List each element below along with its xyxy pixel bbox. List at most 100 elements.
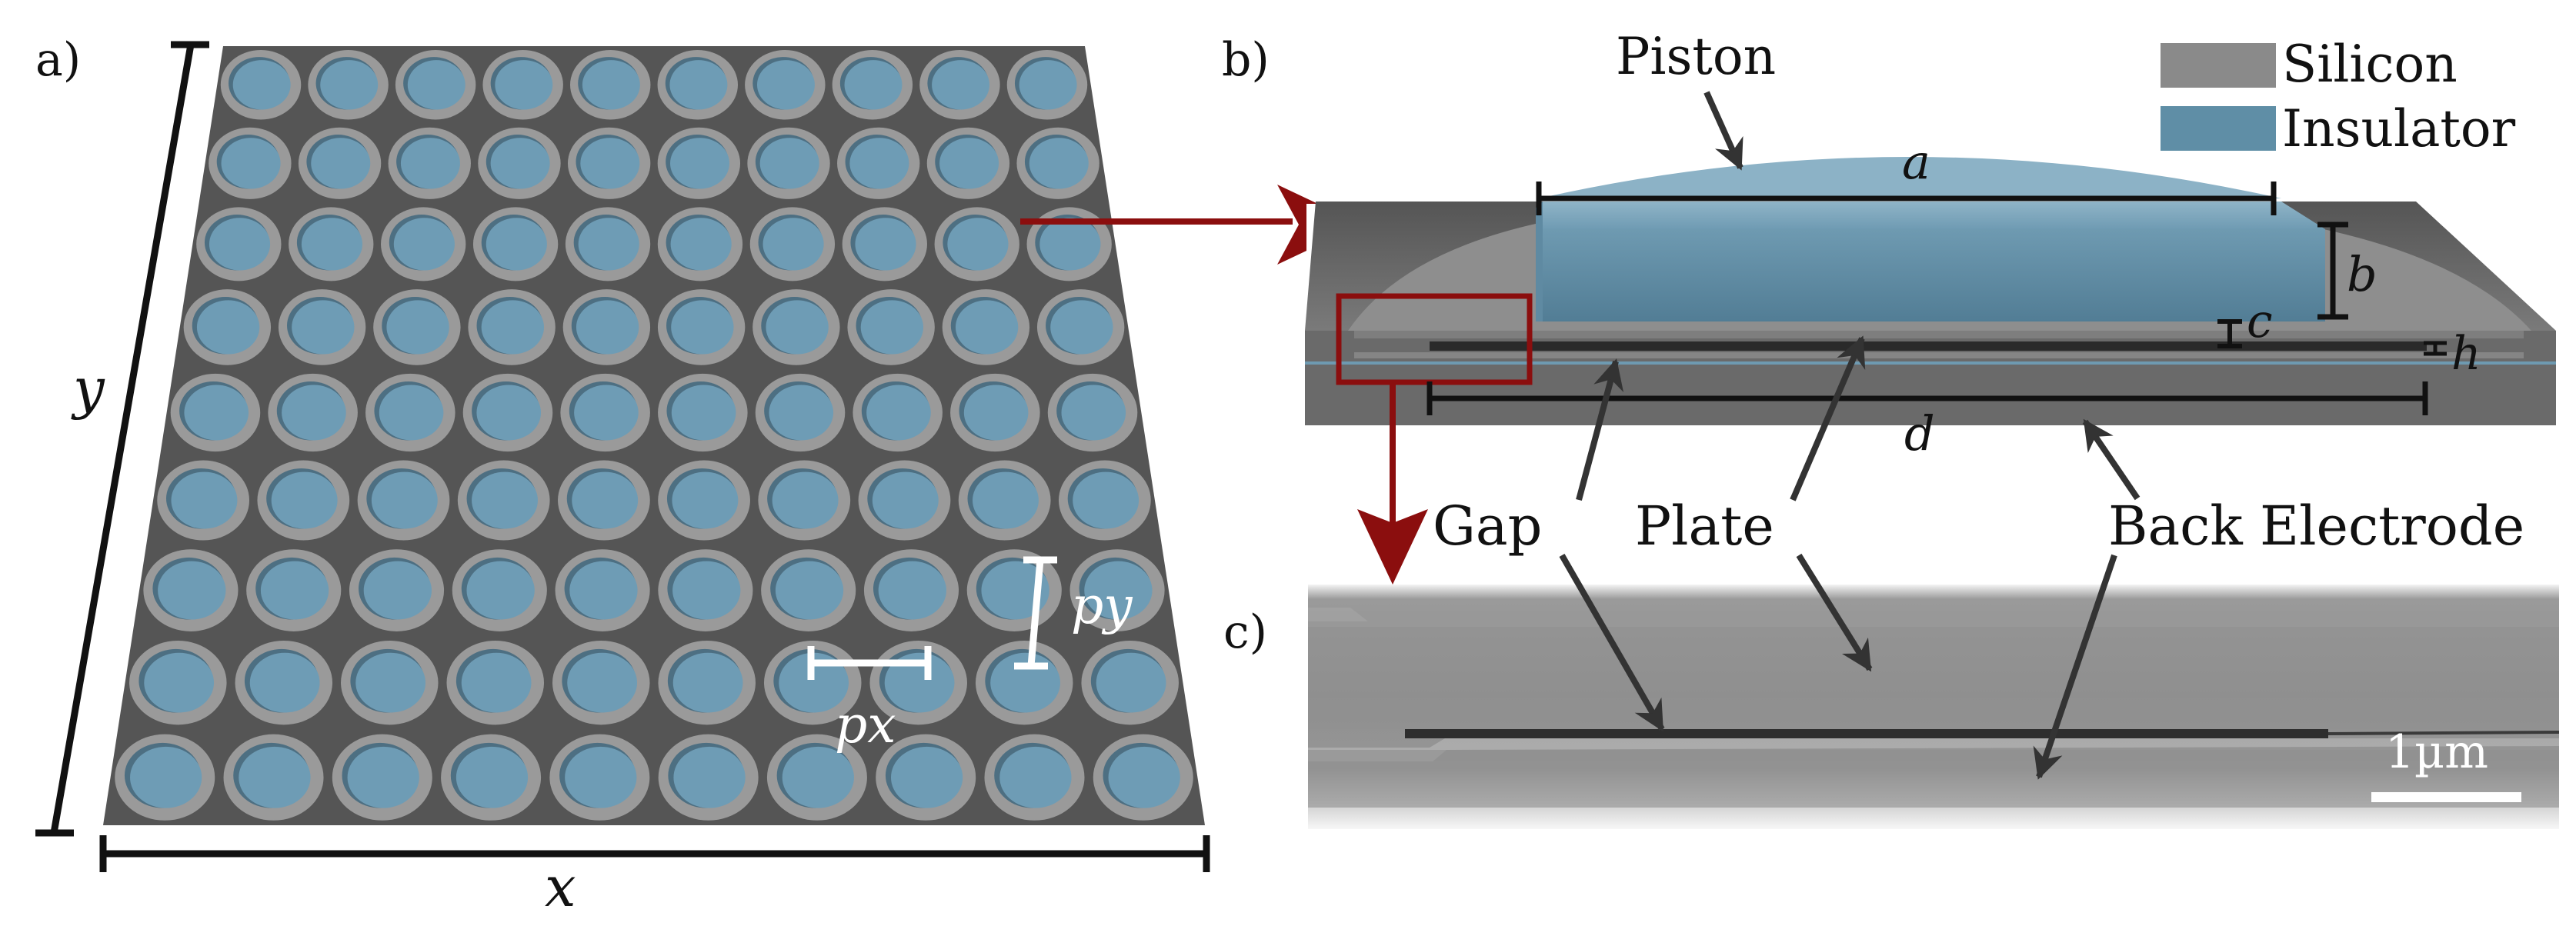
cell-piston — [890, 746, 963, 808]
cell-piston — [671, 300, 734, 355]
cell-piston — [455, 746, 529, 808]
cell-piston — [1039, 218, 1101, 271]
dimension-d: d — [1426, 381, 2428, 461]
cell-piston — [400, 138, 460, 189]
cell-piston — [490, 138, 550, 189]
cell-piston — [569, 561, 638, 620]
px-label: px — [835, 695, 896, 754]
cell-piston — [221, 138, 281, 189]
cell-piston — [311, 138, 371, 189]
x-dimension: x — [99, 835, 1210, 919]
piston-label: Piston — [1616, 27, 1776, 86]
cell-piston — [963, 385, 1029, 441]
cell-piston — [999, 746, 1072, 808]
gap-arrow-up — [1576, 358, 1624, 501]
cell-piston — [673, 746, 746, 808]
cell-piston — [260, 561, 329, 620]
callout-gap: Gap — [1433, 495, 1542, 558]
cell-piston — [171, 471, 238, 529]
py-label: py — [1071, 576, 1133, 635]
scale-bar — [2371, 792, 2521, 802]
cell-piston — [574, 385, 639, 441]
cell-piston — [239, 746, 311, 808]
gap-arrow-down — [1559, 554, 1665, 732]
cell-piston — [379, 385, 444, 441]
plate-arrow-up — [1790, 335, 1866, 501]
cell-piston — [932, 60, 990, 110]
cell-piston — [472, 471, 538, 529]
legend-label-insulator: Insulator — [2282, 99, 2516, 158]
cell-piston — [1061, 385, 1126, 441]
cell-piston — [1050, 300, 1113, 355]
cell-piston — [756, 60, 815, 110]
cell-piston — [769, 385, 834, 441]
cell-piston — [855, 218, 916, 271]
dim-h-label: h — [2451, 327, 2481, 381]
y-label: y — [71, 356, 105, 421]
cell-piston — [582, 60, 640, 110]
cell-piston — [759, 138, 819, 189]
legend-swatch-silicon — [2161, 43, 2276, 88]
plate-and-gap — [1354, 331, 2524, 358]
cell-piston — [466, 561, 535, 620]
cell-piston — [576, 300, 639, 355]
dimension-b: b — [2317, 222, 2377, 320]
cell-piston — [407, 60, 465, 110]
panel-a-label: a) — [35, 33, 81, 87]
dim-a-label[interactable]: a — [1902, 134, 1930, 190]
cell-piston — [249, 652, 320, 713]
cell-piston — [849, 138, 909, 189]
cell-piston — [495, 60, 553, 110]
cell-piston — [782, 746, 854, 808]
cell-piston — [301, 218, 363, 271]
cell-grid — [115, 50, 1193, 821]
dimension-a: a — [1536, 134, 2277, 215]
cell-piston — [884, 652, 955, 713]
cell-piston — [578, 218, 639, 271]
cell-piston — [939, 138, 999, 189]
plate-arrow-down — [1796, 553, 1873, 672]
cell-piston — [955, 300, 1019, 355]
cell-piston — [1096, 652, 1166, 713]
cell-piston — [772, 471, 839, 529]
sem-image: 1µm — [1308, 585, 2560, 829]
callout-back-electrode: Back Electrode — [2108, 495, 2524, 558]
cell-piston — [779, 652, 849, 713]
cell-piston — [209, 218, 271, 271]
cell-piston — [878, 561, 946, 620]
cell-piston — [565, 746, 637, 808]
zoom-arrow-b-to-c — [1357, 382, 1428, 585]
panel-b: b) — [1222, 27, 2576, 585]
cell-piston — [672, 561, 741, 620]
cell-piston — [184, 385, 249, 441]
cell-piston — [775, 561, 844, 620]
px-marker: px — [807, 646, 932, 754]
panel-c: c) 1µm — [1223, 585, 2560, 829]
zoom-box — [1336, 293, 1533, 385]
cell-piston — [762, 218, 824, 271]
piston — [1536, 157, 2325, 321]
legend-label-silicon: Silicon — [2282, 35, 2458, 94]
legend: Silicon Insulator — [2161, 35, 2516, 158]
cell-piston — [670, 218, 732, 271]
cell-piston — [476, 385, 542, 441]
cell-piston — [972, 471, 1039, 529]
cell-piston — [486, 218, 547, 271]
cell-piston — [567, 652, 638, 713]
cell-piston — [355, 652, 426, 713]
y-dimension: y — [35, 41, 209, 837]
cell-piston — [158, 561, 226, 620]
cell-piston — [572, 471, 639, 529]
cell-piston — [282, 385, 346, 441]
membrane-array-board — [103, 46, 1205, 825]
cell-piston — [461, 652, 532, 713]
cell-piston — [320, 60, 379, 110]
dimension-h: h — [2424, 327, 2481, 381]
cell-piston — [670, 138, 730, 189]
cell-piston — [866, 385, 931, 441]
cell-piston — [672, 471, 739, 529]
cell-piston — [292, 300, 355, 355]
scale-bar-label: 1µm — [2385, 725, 2488, 779]
cell-piston — [232, 60, 291, 110]
cell-piston — [981, 561, 1049, 620]
